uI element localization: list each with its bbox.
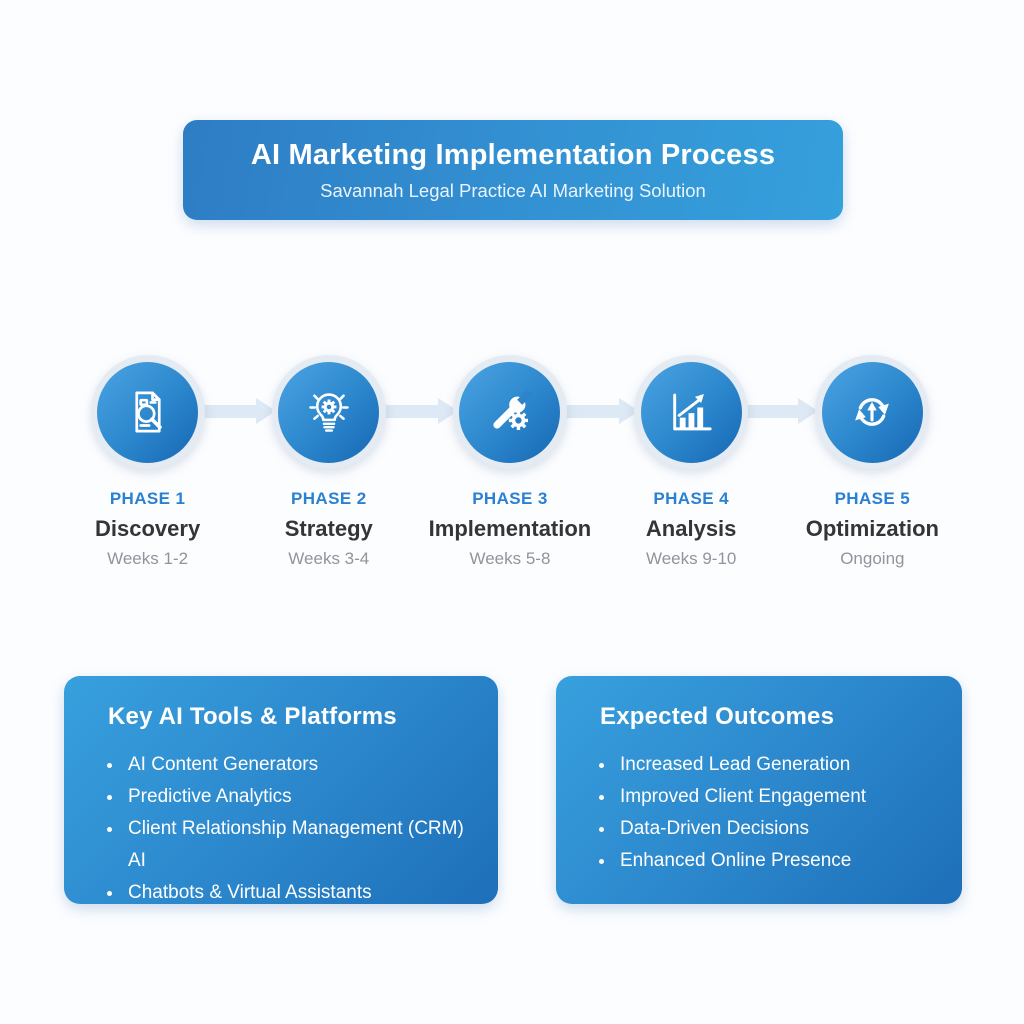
phase-duration: Weeks 1-2 [107, 549, 189, 568]
phase-circle-ring [452, 355, 567, 469]
flow-arrow [200, 398, 276, 425]
phase-label: PHASE 5 [834, 489, 911, 508]
phase-label: PHASE 2 [291, 489, 367, 508]
page-subtitle: Savannah Legal Practice AI Marketing Sol… [320, 179, 706, 201]
tools-panel-title: Key AI Tools & Platforms [108, 703, 397, 730]
phase-step-3: PHASE 3 Implementation Weeks 5-8 [419, 355, 600, 569]
phase-circle [278, 361, 380, 463]
phase-circle-ring [271, 355, 386, 469]
lightbulb-gear-icon [302, 385, 356, 439]
phase-name: Analysis [645, 516, 737, 541]
phase-step-4: PHASE 4 Analysis Weeks 9-10 [601, 355, 782, 569]
phase-step-1: PHASE 1 Discovery Weeks 1-2 [57, 355, 238, 569]
phase-step-5: PHASE 5 Optimization Ongoing [782, 355, 963, 569]
wrench-gear-icon [483, 385, 537, 439]
phase-duration: Weeks 5-8 [469, 549, 551, 568]
phase-circle-ring [90, 355, 205, 469]
process-header-banner: AI Marketing Implementation Process Sava… [183, 120, 843, 220]
outcomes-panel: Expected Outcomes Increased Lead Generat… [556, 676, 962, 904]
phase-duration: Weeks 9-10 [645, 549, 737, 568]
growth-chart-icon [664, 385, 718, 439]
phase-duration: Weeks 3-4 [288, 549, 370, 568]
list-item: AI Content Generators [124, 749, 478, 781]
list-item: Increased Lead Generation [616, 749, 942, 781]
cycle-refresh-icon [845, 385, 899, 439]
phase-name: Strategy [284, 516, 373, 541]
list-item: Improved Client Engagement [616, 781, 942, 813]
list-item: Enhanced Online Presence [616, 845, 942, 877]
list-item: Chatbots & Virtual Assistants [124, 877, 478, 909]
list-item: Data-Driven Decisions [616, 813, 942, 845]
phase-name: Optimization [805, 516, 939, 541]
phase-circle-ring [815, 355, 930, 469]
phase-name: Discovery [95, 516, 201, 541]
list-item: Predictive Analytics [124, 781, 478, 813]
tools-list: AI Content Generators Predictive Analyti… [108, 749, 478, 909]
outcomes-list: Increased Lead Generation Improved Clien… [600, 749, 942, 877]
phase-circle [97, 361, 199, 463]
page-title: AI Marketing Implementation Process [250, 138, 776, 171]
phase-circle [459, 361, 561, 463]
phase-label: PHASE 1 [109, 489, 186, 508]
list-item: Client Relationship Management (CRM) AI [124, 813, 478, 877]
tools-panel: Key AI Tools & Platforms AI Content Gene… [64, 676, 498, 904]
phase-circle-ring [634, 355, 749, 469]
phase-step-2: PHASE 2 Strategy Weeks 3-4 [238, 355, 419, 569]
phase-circle [640, 361, 742, 463]
phase-circle [821, 361, 923, 463]
document-search-icon [121, 385, 175, 439]
outcomes-panel-title: Expected Outcomes [600, 703, 835, 730]
phase-row: PHASE 1 Discovery Weeks 1-2 [57, 355, 963, 569]
flow-arrow [742, 398, 818, 425]
phase-label: PHASE 4 [653, 489, 729, 508]
phase-duration: Ongoing [840, 549, 905, 568]
phase-label: PHASE 3 [472, 489, 548, 508]
flow-arrow [563, 398, 639, 425]
phase-name: Implementation [428, 516, 592, 541]
